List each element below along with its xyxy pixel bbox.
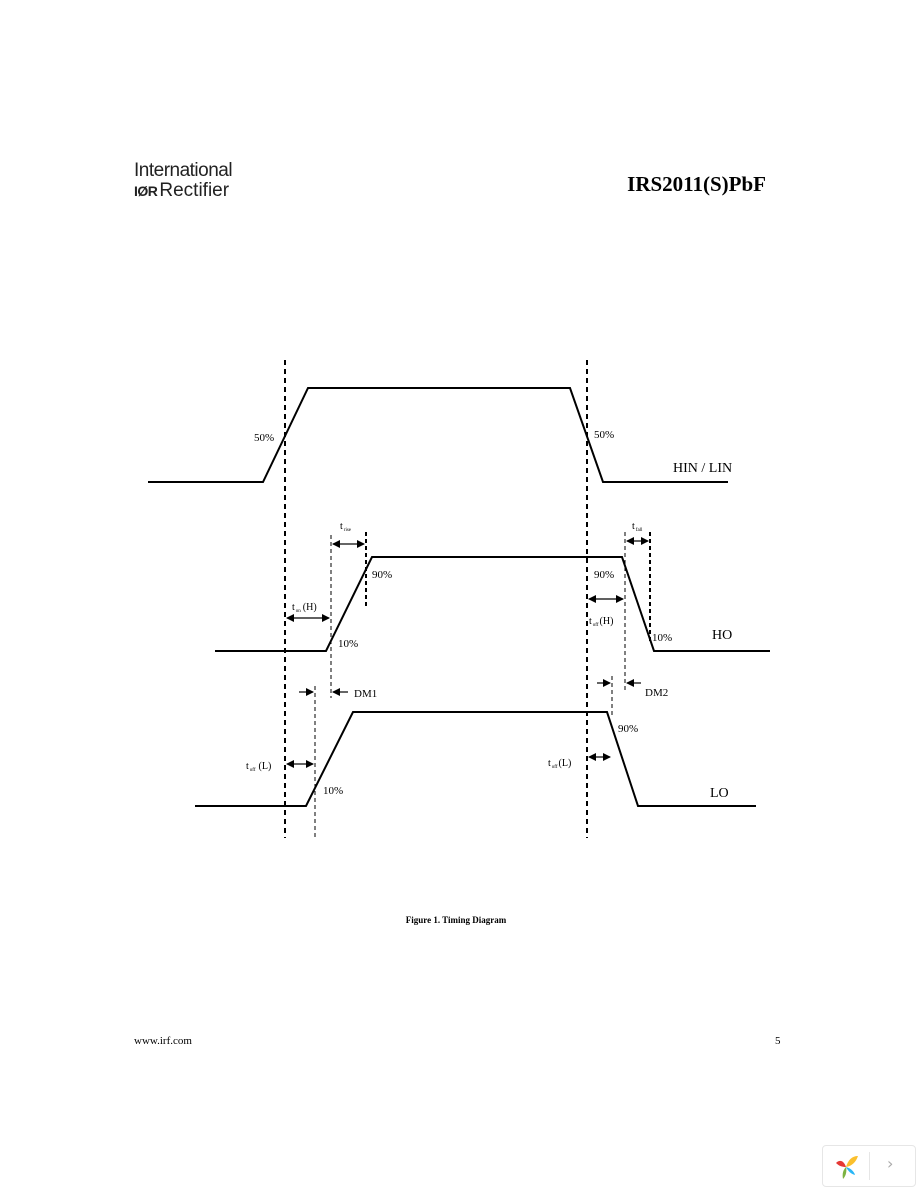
label-ho-90pct-right: 90% bbox=[594, 569, 614, 581]
label-lo-90pct: 90% bbox=[618, 723, 638, 735]
label-50pct-left: 50% bbox=[254, 432, 274, 444]
label-t-on-l: toff(L) bbox=[548, 758, 571, 770]
label-dm2: DM2 bbox=[645, 687, 668, 699]
viewer-widget: › bbox=[822, 1145, 916, 1187]
logo-word-rectifier: Rectifier bbox=[159, 180, 230, 201]
viewer-divider bbox=[869, 1152, 870, 1180]
lo-waveform bbox=[195, 711, 756, 807]
chevron-right-icon[interactable]: › bbox=[887, 1154, 894, 1173]
label-t-rise: trise bbox=[340, 521, 352, 533]
label-t-off-h: toff(H) bbox=[589, 616, 613, 628]
label-lo: LO bbox=[710, 786, 729, 801]
label-ho-10pct-right: 10% bbox=[652, 632, 672, 644]
part-number: IRS2011(S)PbF bbox=[627, 172, 766, 196]
logo-text-international: International bbox=[134, 160, 233, 181]
label-ho: HO bbox=[712, 628, 732, 643]
label-t-fall: tfall bbox=[632, 521, 643, 533]
label-lo-10pct: 10% bbox=[323, 785, 343, 797]
label-hin-lin: HIN / LIN bbox=[673, 461, 732, 476]
footer-url[interactable]: www.irf.com bbox=[134, 1035, 192, 1047]
label-ho-10pct-left: 10% bbox=[338, 638, 358, 650]
label-t-on-h: ton(H) bbox=[292, 602, 317, 614]
logo-mark-icon: IØR bbox=[134, 183, 158, 199]
ho-waveform bbox=[215, 556, 770, 652]
figure-caption: Figure 1. Timing Diagram bbox=[405, 915, 507, 925]
label-50pct-right: 50% bbox=[594, 429, 614, 441]
page-number: 5 bbox=[775, 1035, 781, 1047]
label-dm1: DM1 bbox=[354, 688, 377, 700]
app-logo-icon bbox=[836, 1156, 858, 1179]
label-t-off-l: toff(L) bbox=[246, 761, 271, 773]
hin-lin-waveform bbox=[148, 387, 728, 483]
label-ho-90pct-left: 90% bbox=[372, 569, 392, 581]
